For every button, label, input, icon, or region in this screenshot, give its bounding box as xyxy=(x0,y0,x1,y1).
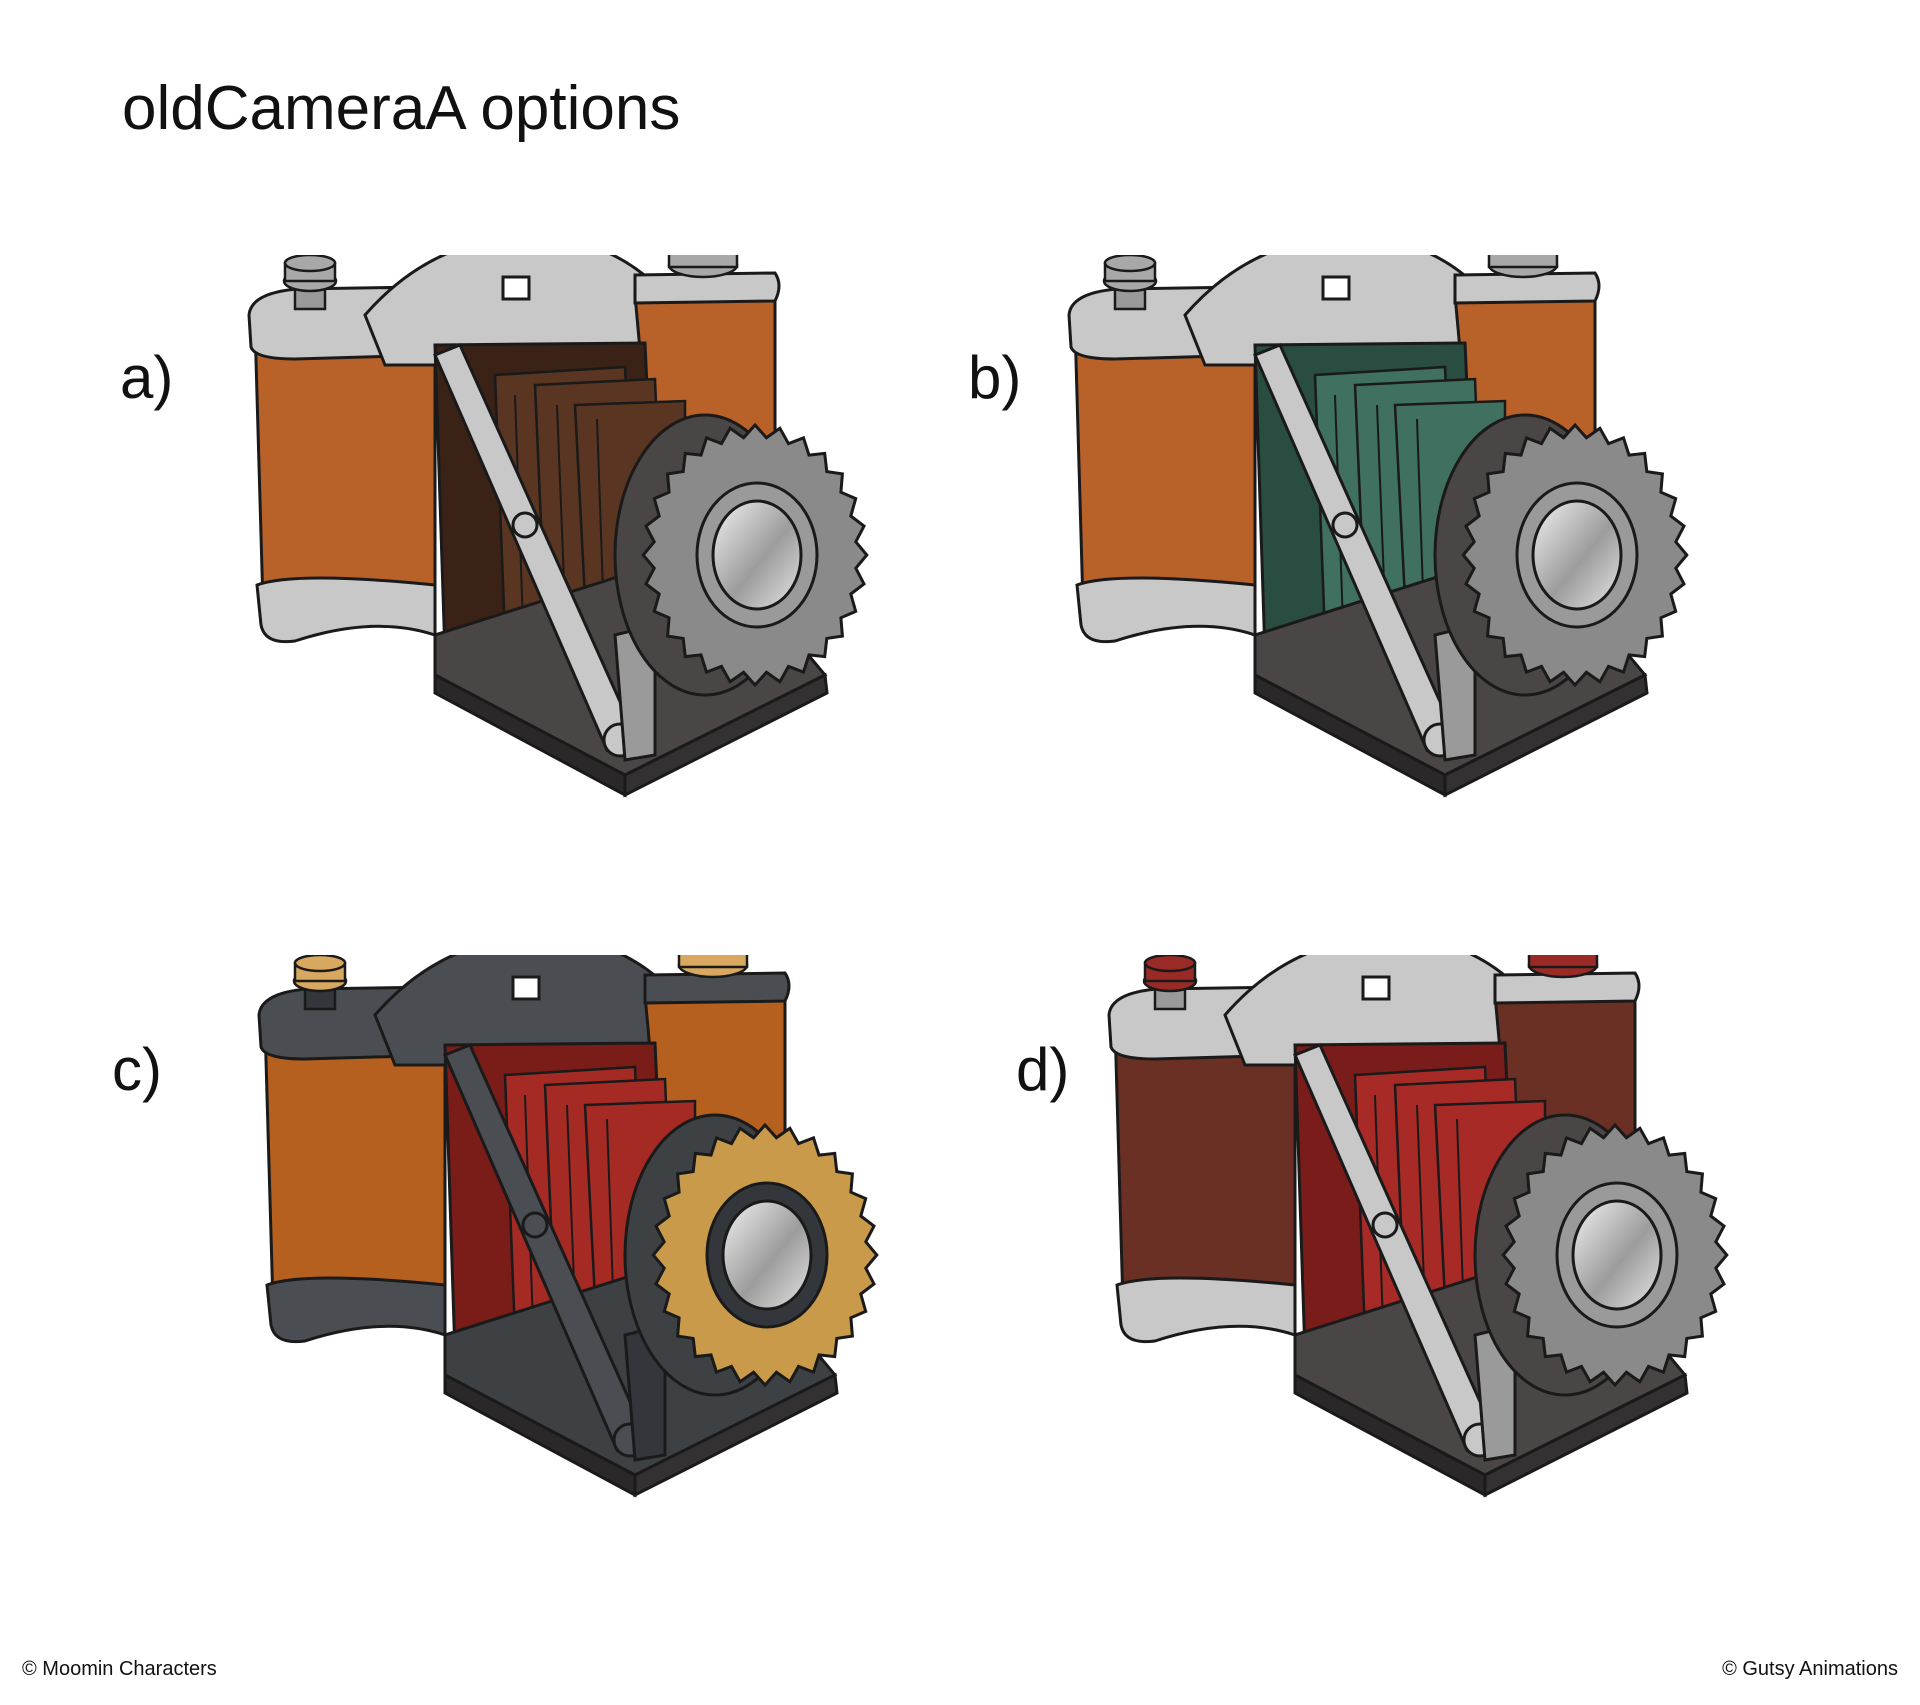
option-label-c: c) xyxy=(112,1036,162,1103)
page-title: oldCameraA options xyxy=(122,74,681,143)
camera-lens xyxy=(1433,413,1689,697)
option-label-d: d) xyxy=(1016,1036,1070,1103)
knob-left xyxy=(292,955,348,1011)
camera-lens xyxy=(1473,1113,1729,1397)
camera-illustration-a xyxy=(235,255,955,875)
footer-copyright-left: © Moomin Characters xyxy=(22,1658,217,1680)
knob-left xyxy=(1102,255,1158,311)
camera-lens xyxy=(623,1113,879,1397)
knob-left xyxy=(1142,955,1198,1011)
option-label-a: a) xyxy=(120,344,174,411)
camera-lens xyxy=(613,413,869,697)
knob-left xyxy=(282,255,338,311)
camera-illustration-d xyxy=(1095,955,1815,1575)
camera-illustration-b xyxy=(1055,255,1775,875)
option-label-b: b) xyxy=(968,344,1022,411)
camera-illustration-c xyxy=(245,955,965,1575)
footer-copyright-right: © Gutsy Animations xyxy=(1722,1658,1898,1680)
